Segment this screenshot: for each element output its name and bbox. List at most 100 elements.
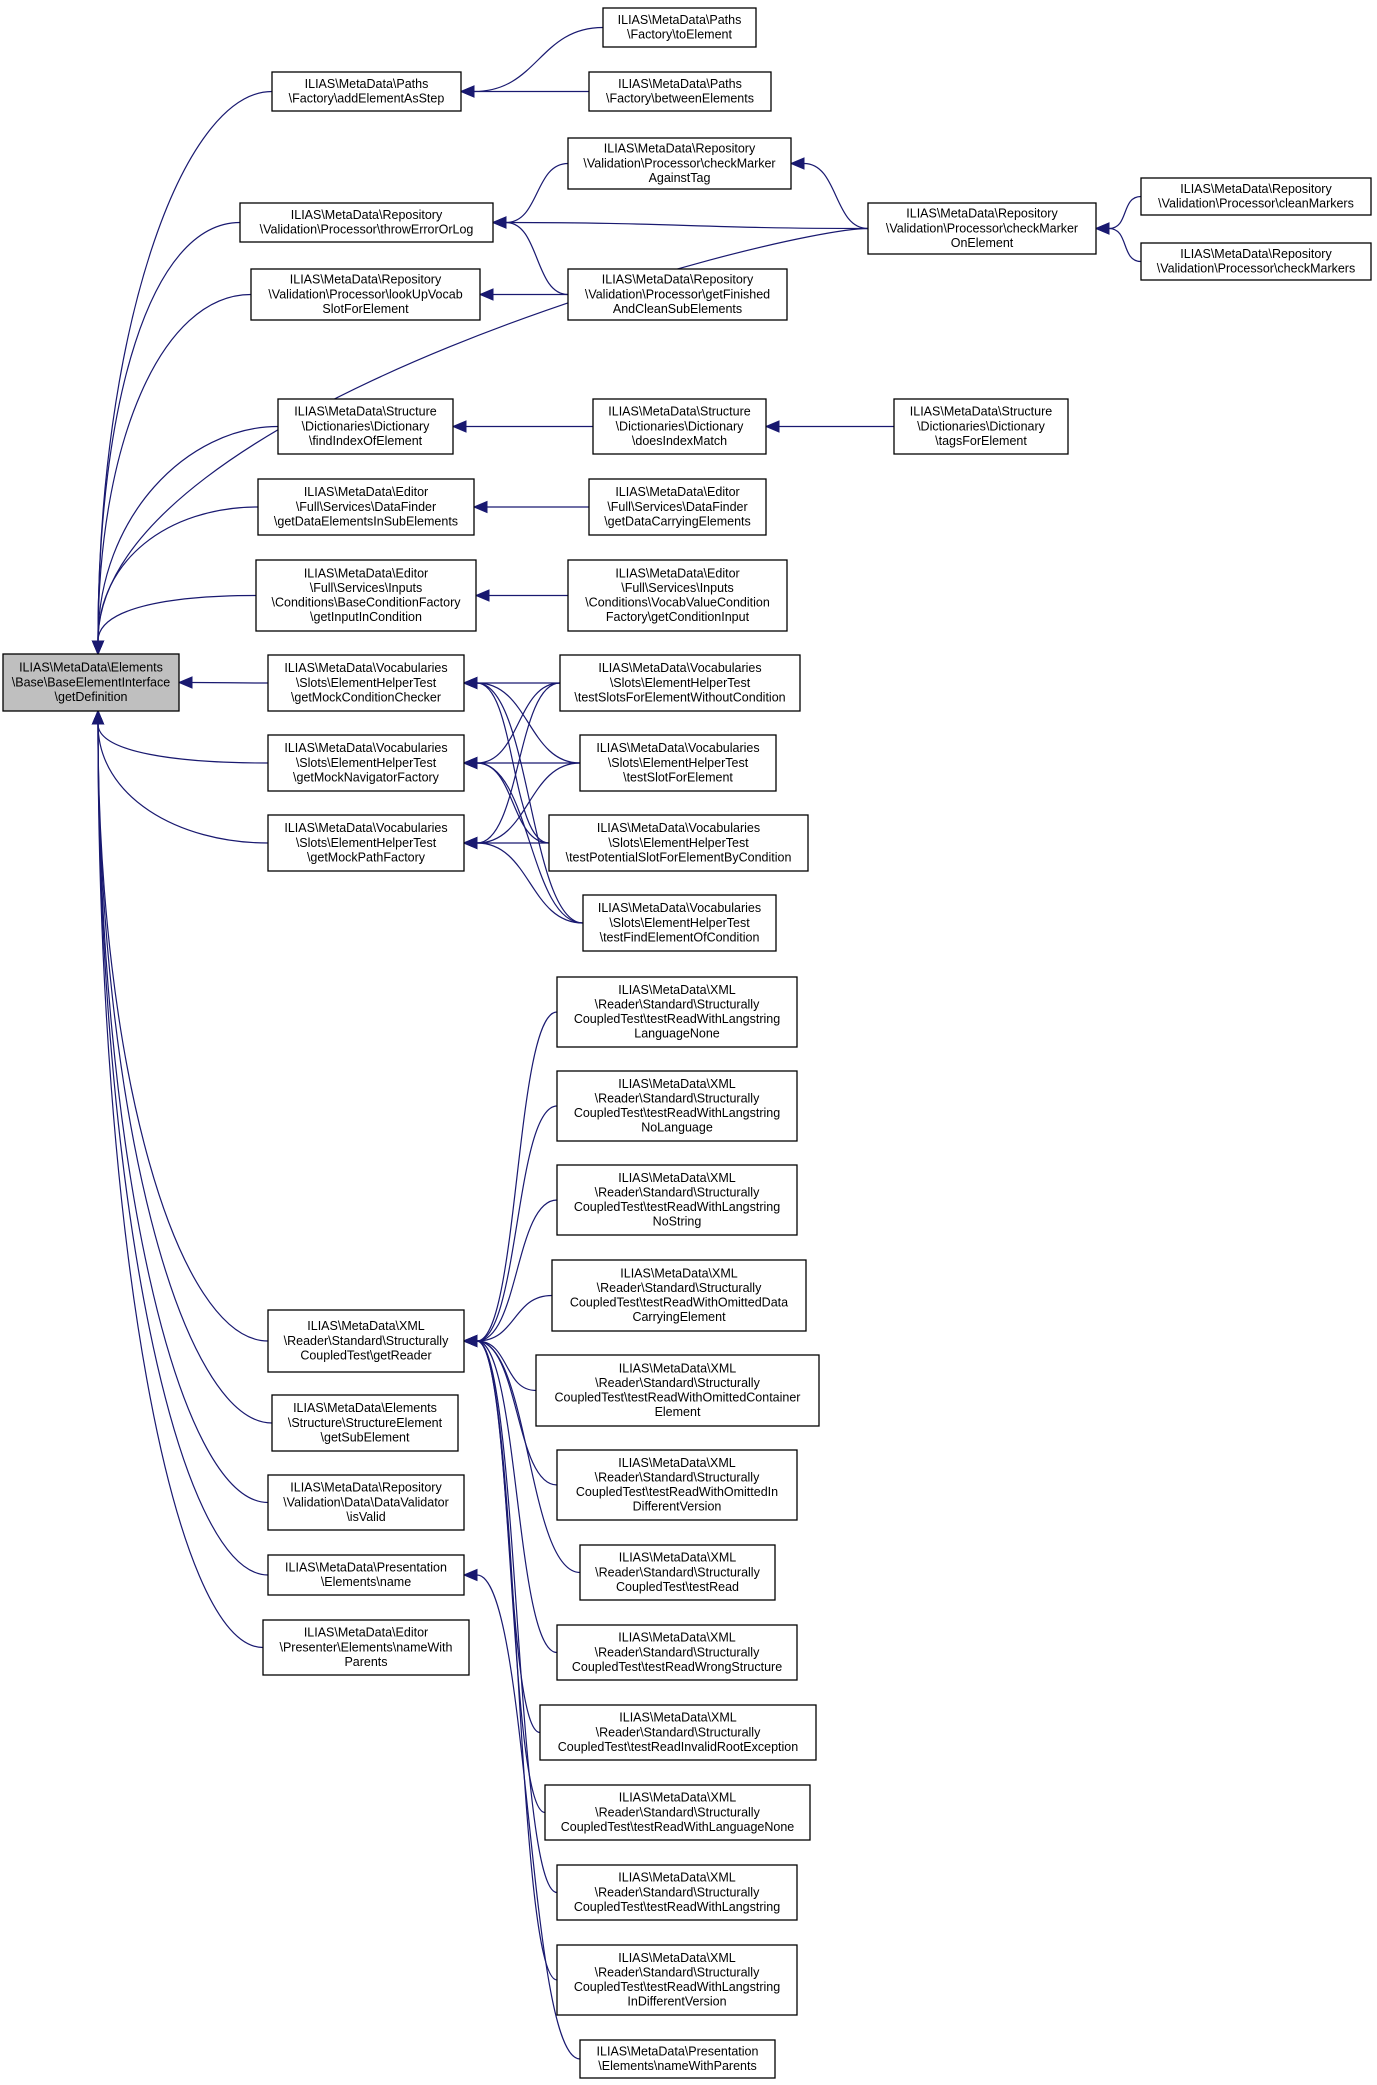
node-label-line: ILIAS\MetaData\XML <box>618 1951 735 1965</box>
node-label-line: \getDefinition <box>55 690 128 704</box>
node-read-omitted-data[interactable]: ILIAS\MetaData\XML\Reader\Standard\Struc… <box>551 1259 807 1332</box>
node-get-data-elements-in-sub[interactable]: ILIAS\MetaData\Editor\Full\Services\Data… <box>257 478 475 536</box>
node-read-invalid-root[interactable]: ILIAS\MetaData\XML\Reader\Standard\Struc… <box>539 1704 817 1761</box>
node-read-omitted-container[interactable]: ILIAS\MetaData\XML\Reader\Standard\Struc… <box>535 1354 820 1427</box>
node-read-omitted-in[interactable]: ILIAS\MetaData\XML\Reader\Standard\Struc… <box>556 1449 798 1521</box>
node-box <box>556 1624 798 1681</box>
node-label-line: \Conditions\BaseConditionFactory <box>272 596 462 610</box>
edge-arrowhead <box>91 640 105 656</box>
node-check-markers[interactable]: ILIAS\MetaData\Repository\Validation\Pro… <box>1140 242 1372 281</box>
node-label-line: ILIAS\MetaData\Paths <box>618 77 742 91</box>
node-clean-markers[interactable]: ILIAS\MetaData\Repository\Validation\Pro… <box>1140 177 1372 216</box>
node-label-line: NoLanguage <box>641 1121 713 1135</box>
node-test-slot-for-element[interactable]: ILIAS\MetaData\Vocabularies\Slots\Elemen… <box>579 734 777 792</box>
edge-line <box>191 681 269 684</box>
node-label-line: ILIAS\MetaData\Structure <box>910 405 1052 419</box>
node-label-line: ILIAS\MetaData\Vocabularies <box>598 901 761 915</box>
node-label-line: Factory\getConditionInput <box>606 610 750 624</box>
node-read-lang-none[interactable]: ILIAS\MetaData\XML\Reader\Standard\Struc… <box>556 976 798 1048</box>
node-box <box>250 268 481 321</box>
edge-test-find-element-to-get-mock-path-factory <box>462 836 584 924</box>
node-read-with-langstring[interactable]: ILIAS\MetaData\XML\Reader\Standard\Struc… <box>556 1864 798 1921</box>
node-label-line: \Base\BaseElementInterface <box>12 675 170 689</box>
edge-tags-for-element-to-does-index-match <box>764 420 894 433</box>
edge-to-element-to-add-element-as-step <box>459 26 604 98</box>
node-test-find-element[interactable]: ILIAS\MetaData\Vocabularies\Slots\Elemen… <box>582 894 777 952</box>
node-label-line: \Validation\Processor\checkMarkers <box>1157 262 1355 276</box>
edge-find-index-of-element-to-root <box>91 425 279 656</box>
node-label-line: \Reader\Standard\Structurally <box>595 1376 760 1390</box>
node-box <box>239 202 494 243</box>
node-label-line: ILIAS\MetaData\Vocabularies <box>598 661 761 675</box>
node-label-line: CoupledTest\testReadWithLanguageNone <box>561 1820 795 1834</box>
edge-arrowhead <box>478 288 494 301</box>
node-read-wrong-structure[interactable]: ILIAS\MetaData\XML\Reader\Standard\Struc… <box>556 1624 798 1681</box>
node-root[interactable]: ILIAS\MetaData\Elements\Base\BaseElement… <box>2 653 180 712</box>
node-check-marker-against-tag[interactable]: ILIAS\MetaData\Repository\Validation\Pro… <box>567 137 792 190</box>
node-get-condition-input[interactable]: ILIAS\MetaData\Editor\Full\Services\Inpu… <box>567 559 788 632</box>
node-label-line: ILIAS\MetaData\Vocabularies <box>597 821 760 835</box>
node-label-line: \Validation\Processor\lookUpVocab <box>268 287 462 301</box>
edge-line <box>1108 195 1142 230</box>
node-test-potential-slot[interactable]: ILIAS\MetaData\Vocabularies\Slots\Elemen… <box>548 814 809 872</box>
node-look-up-vocab[interactable]: ILIAS\MetaData\Repository\Validation\Pro… <box>250 268 481 321</box>
node-box <box>582 894 777 952</box>
node-get-data-carrying[interactable]: ILIAS\MetaData\Editor\Full\Services\Data… <box>588 478 767 536</box>
edge-line <box>97 221 241 642</box>
node-label-line: \isValid <box>346 1510 385 1524</box>
edge-line <box>97 723 264 1649</box>
node-read-with-lang-none[interactable]: ILIAS\MetaData\XML\Reader\Standard\Struc… <box>544 1784 811 1841</box>
node-test-read[interactable]: ILIAS\MetaData\XML\Reader\Standard\Struc… <box>579 1544 776 1601</box>
edge-line <box>97 723 269 844</box>
node-label-line: CoupledTest\testReadWrongStructure <box>572 1660 782 1674</box>
node-get-mock-nav-factory[interactable]: ILIAS\MetaData\Vocabularies\Slots\Elemen… <box>267 734 465 792</box>
node-read-lang-diff-version[interactable]: ILIAS\MetaData\XML\Reader\Standard\Struc… <box>556 1944 798 2016</box>
node-box <box>267 734 465 792</box>
node-test-slots-without-cond[interactable]: ILIAS\MetaData\Vocabularies\Slots\Elemen… <box>559 654 801 712</box>
node-does-index-match[interactable]: ILIAS\MetaData\Structure\Dictionaries\Di… <box>592 398 767 455</box>
node-add-element-as-step[interactable]: ILIAS\MetaData\Paths\Factory\addElementA… <box>271 71 462 112</box>
node-get-mock-cond-checker[interactable]: ILIAS\MetaData\Vocabularies\Slots\Elemen… <box>267 654 465 712</box>
node-get-input-in-condition[interactable]: ILIAS\MetaData\Editor\Full\Services\Inpu… <box>255 559 477 632</box>
node-read-no-string[interactable]: ILIAS\MetaData\XML\Reader\Standard\Struc… <box>556 1164 798 1236</box>
edge-get-input-in-condition-to-root <box>91 594 257 656</box>
node-label-line: ILIAS\MetaData\Paths <box>305 77 429 91</box>
node-get-finished[interactable]: ILIAS\MetaData\Repository\Validation\Pro… <box>567 268 788 321</box>
node-label-line: \Dictionaries\Dictionary <box>917 419 1046 433</box>
node-box <box>1140 242 1372 281</box>
node-box <box>867 202 1097 255</box>
edge-line <box>473 26 604 93</box>
node-is-valid[interactable]: ILIAS\MetaData\Repository\Validation\Dat… <box>267 1474 465 1531</box>
node-tags-for-element[interactable]: ILIAS\MetaData\Structure\Dictionaries\Di… <box>893 398 1069 455</box>
node-get-mock-path-factory[interactable]: ILIAS\MetaData\Vocabularies\Slots\Elemen… <box>267 814 465 872</box>
node-name-with-parents-editor[interactable]: ILIAS\MetaData\Editor\Presenter\Elements… <box>262 1619 470 1676</box>
node-throw-error-or-log[interactable]: ILIAS\MetaData\Repository\Validation\Pro… <box>239 202 494 243</box>
node-label-line: \getInputInCondition <box>310 610 422 624</box>
node-label-line: \Factory\betweenElements <box>606 92 754 106</box>
node-check-marker-on-element[interactable]: ILIAS\MetaData\Repository\Validation\Pro… <box>867 202 1097 255</box>
edge-get-reader-to-root <box>91 709 269 1342</box>
node-name-with-parents-pres[interactable]: ILIAS\MetaData\Presentation\Elements\nam… <box>579 2039 776 2079</box>
node-to-element[interactable]: ILIAS\MetaData\Paths\Factory\toElement <box>602 7 757 48</box>
edge-layer <box>91 26 1142 2060</box>
node-get-reader[interactable]: ILIAS\MetaData\XML\Reader\Standard\Struc… <box>267 1309 465 1373</box>
edge-line <box>476 1011 558 1342</box>
node-pres-name[interactable]: ILIAS\MetaData\Presentation\Elements\nam… <box>267 1554 465 1596</box>
node-label-line: \Reader\Standard\Structurally <box>595 998 760 1012</box>
node-label-line: \Slots\ElementHelperTest <box>296 676 437 690</box>
node-get-sub-element[interactable]: ILIAS\MetaData\Elements\Structure\Struct… <box>271 1394 459 1452</box>
edge-arrowhead <box>451 420 467 433</box>
node-label-line: CoupledTest\testReadWithLangstring <box>574 1200 780 1214</box>
node-find-index-of-element[interactable]: ILIAS\MetaData\Structure\Dictionaries\Di… <box>277 398 454 455</box>
node-box <box>602 7 757 48</box>
node-label-line: ILIAS\MetaData\Vocabularies <box>596 741 759 755</box>
edge-line <box>476 1340 558 1981</box>
node-between-elements[interactable]: ILIAS\MetaData\Paths\Factory\betweenElem… <box>588 71 772 112</box>
node-read-no-lang[interactable]: ILIAS\MetaData\XML\Reader\Standard\Struc… <box>556 1070 798 1142</box>
node-label-line: \Slots\ElementHelperTest <box>296 836 437 850</box>
node-label-line: ILIAS\MetaData\XML <box>619 1361 736 1375</box>
node-box <box>548 814 809 872</box>
node-label-line: ILIAS\MetaData\Repository <box>1180 182 1332 196</box>
edge-line <box>97 227 869 642</box>
edge-read-no-string-to-get-reader <box>462 1199 558 1348</box>
